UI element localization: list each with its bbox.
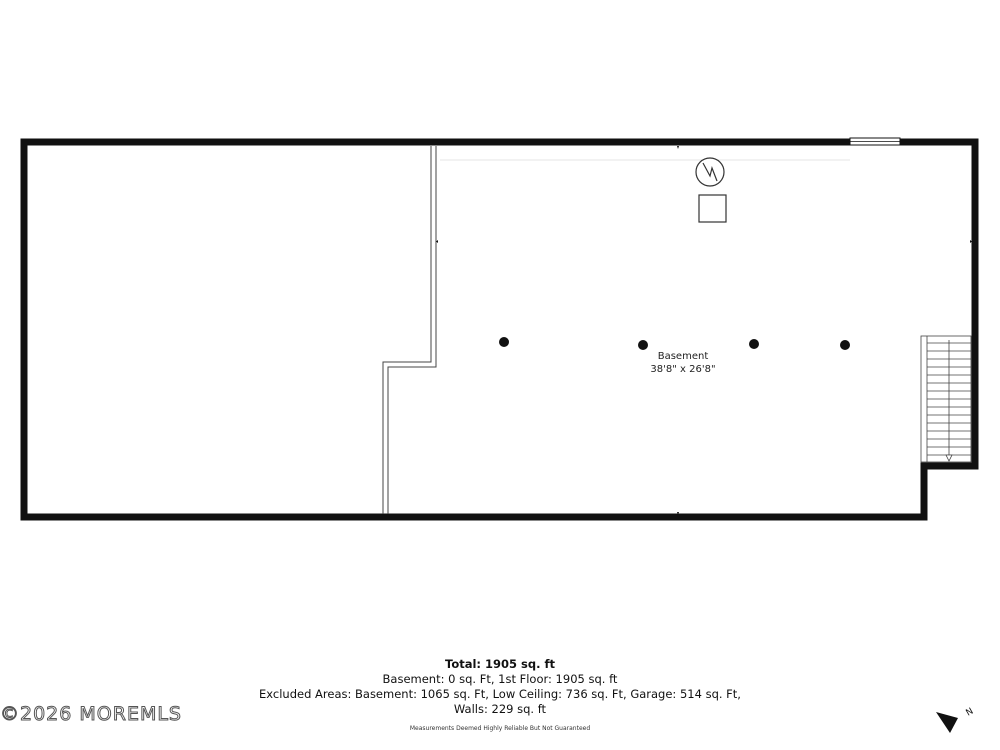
excluded-areas: Excluded Areas: Basement: 1065 sq. Ft, L…: [259, 687, 741, 701]
outer-wall: [20, 138, 979, 521]
north-arrow-icon: N: [936, 707, 976, 733]
room-name: Basement: [657, 351, 709, 362]
area-breakdown: Basement: 0 sq. Ft, 1st Floor: 1905 sq. …: [382, 672, 618, 686]
dimension-marker: [677, 146, 679, 149]
interior-wall: [382, 146, 432, 514]
water-heater-icon: [695, 157, 725, 187]
compass-label: N: [965, 707, 976, 719]
dimension-marker: [436, 240, 438, 243]
support-column-icon: [749, 339, 759, 349]
dimension-marker: [677, 512, 679, 515]
support-column-icon: [638, 340, 648, 350]
support-column-icon: [840, 340, 850, 350]
disclaimer: Measurements Deemed Highly Reliable But …: [409, 725, 591, 732]
furnace-icon: [698, 194, 727, 223]
total-area: Total: 1905 sq. ft: [445, 657, 555, 671]
support-column-icon: [499, 337, 509, 347]
dimension-marker: [970, 240, 972, 243]
walls-area: Walls: 229 sq. ft: [453, 702, 547, 716]
watermark: ©2026 MOREMLS: [0, 703, 182, 726]
room-dimensions: 38'8" x 26'8": [650, 364, 716, 375]
stairs-icon: [920, 335, 972, 463]
